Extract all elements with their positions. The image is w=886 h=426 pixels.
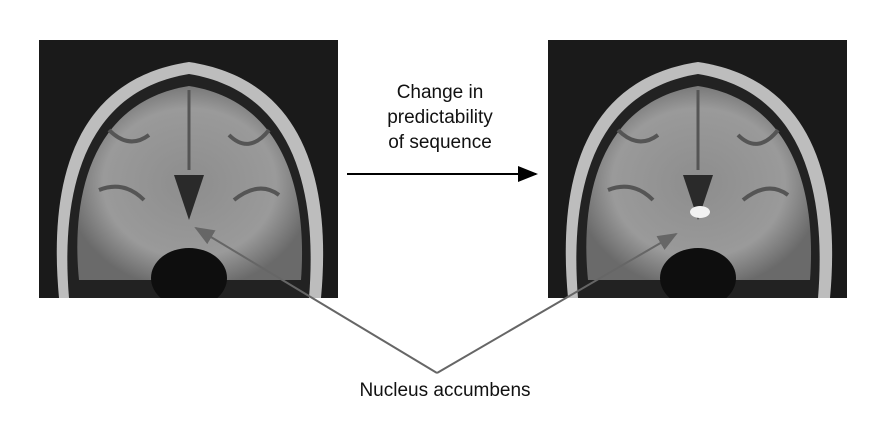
- brain-mri-before: [39, 40, 338, 298]
- caption-line: Change in: [396, 82, 484, 103]
- nucleus-accumbens-label: Nucleus accumbens: [359, 380, 531, 401]
- brain-mri-after: [548, 40, 847, 298]
- nucleus-accumbens-highlight: [690, 206, 710, 218]
- caption-line: predictability: [387, 107, 493, 128]
- transition-caption: Change in predictability of sequence: [340, 80, 540, 155]
- pointer-line-right: [436, 232, 678, 374]
- caption-line: of sequence: [388, 132, 492, 153]
- pointer-line-left: [194, 226, 438, 374]
